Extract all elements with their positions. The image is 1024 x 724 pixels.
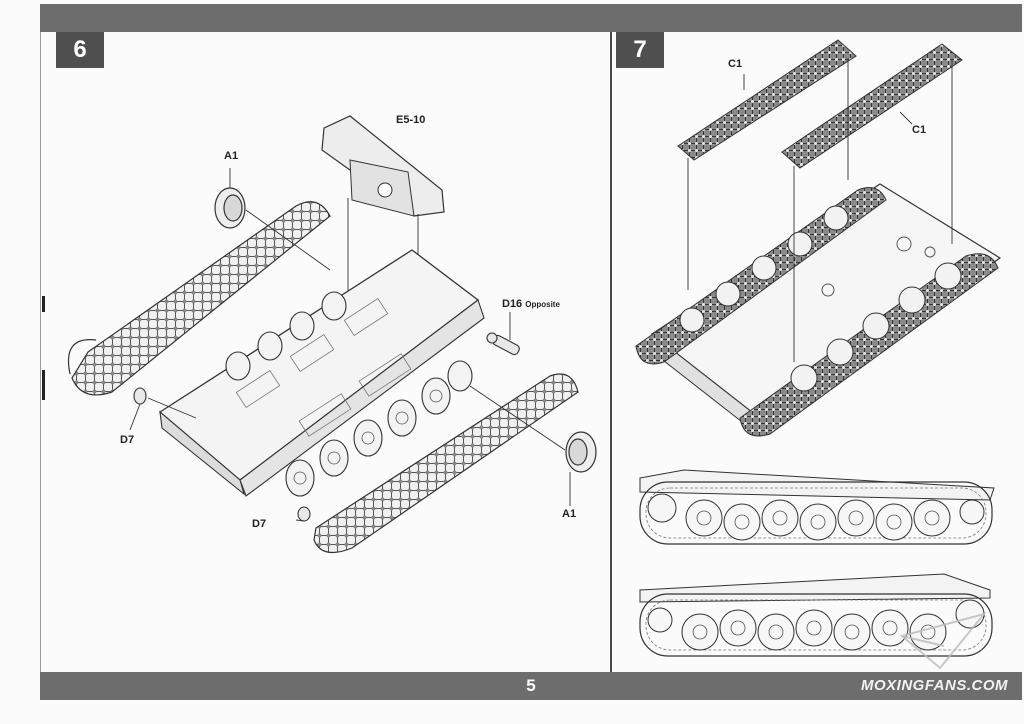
callout-d7-left: D7	[120, 434, 135, 446]
left-track	[68, 201, 331, 396]
callout-d16-label: D16	[502, 298, 523, 310]
c1-right-track-link	[781, 43, 963, 169]
callout-d16-note: Opposite	[525, 300, 560, 309]
d7-bottom-part	[297, 506, 311, 522]
d7-left-part	[133, 387, 147, 405]
footer-bar: 5 MOXINGFANS.COM	[40, 672, 1022, 700]
page-number: 5	[526, 676, 536, 695]
callout-c1-right: C1	[912, 124, 927, 136]
side-view-lower	[639, 573, 993, 657]
c1-left-track-link	[677, 39, 857, 161]
road-wheels	[225, 291, 473, 497]
header-bar	[40, 4, 1022, 32]
a1-left-wheel	[214, 187, 246, 229]
hull	[158, 249, 485, 497]
side-view-upper	[639, 469, 995, 545]
callout-e5-10: E5-10	[396, 114, 426, 126]
step-6-number: 6	[56, 32, 104, 68]
callout-d16: D16 Opposite	[502, 298, 560, 310]
registration-mark	[42, 370, 45, 400]
right-track	[313, 373, 579, 554]
step-7-road-wheels	[679, 205, 962, 392]
d16-part	[486, 332, 520, 356]
step-7-number: 7	[616, 32, 664, 68]
callout-c1-left: C1	[728, 58, 743, 70]
step-divider	[610, 32, 612, 672]
watermark-text: MOXINGFANS.COM	[860, 677, 1008, 694]
callout-a1-right: A1	[562, 508, 577, 520]
watermark-logo-icon	[899, 612, 987, 670]
e5-10-plate	[321, 115, 445, 217]
callout-a1-left: A1	[224, 150, 239, 162]
a1-right-wheel	[565, 431, 597, 473]
binding-edge	[40, 4, 41, 700]
callout-d7-bottom: D7	[252, 518, 267, 530]
registration-mark	[42, 296, 45, 312]
